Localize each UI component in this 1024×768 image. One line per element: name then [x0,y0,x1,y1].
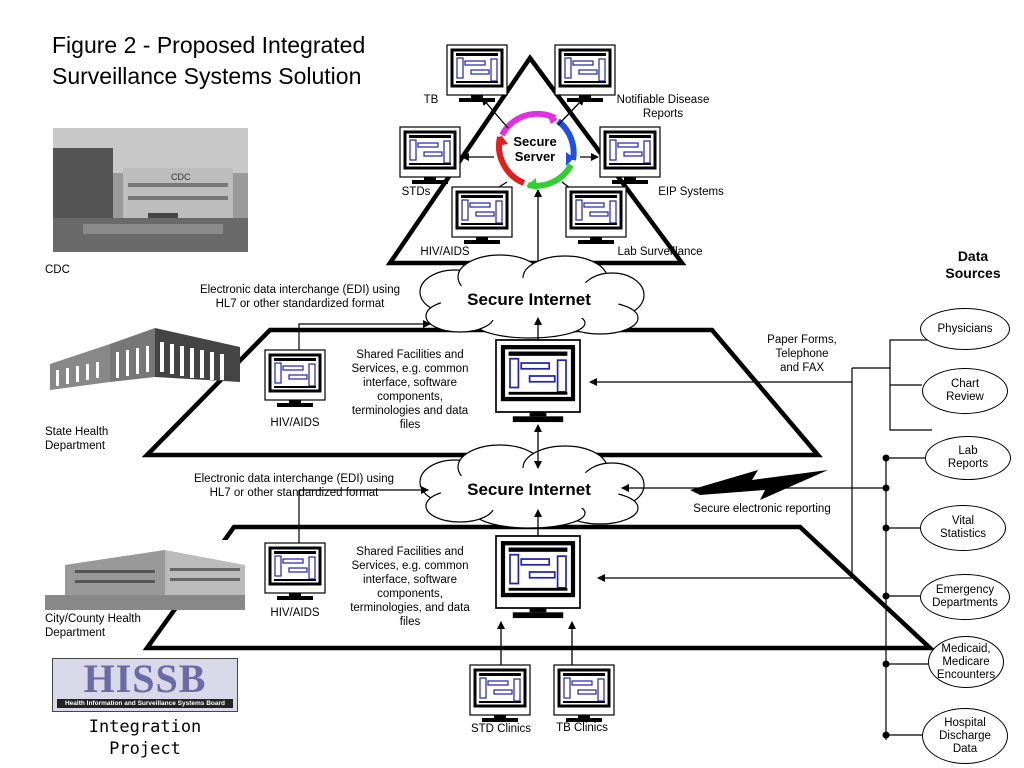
eip-label: EIP Systems [658,186,724,198]
computer-stds-icon [398,125,462,186]
computer-notifiable-icon [553,43,617,104]
secure-internet-upper-label: Secure Internet [467,290,591,309]
integration-project-label: Integration Project [88,717,202,759]
data-source-connectors [589,339,932,740]
tb-clinics-label: TB Clinics [556,722,608,734]
tb-system-label: TB [423,94,439,106]
lab-surveillance-label: Lab Surveillance [617,246,703,258]
internet-cloud-lower [419,444,645,529]
paper-forms-label: Paper Forms, Telephone and FAX [767,334,837,374]
edi-lower-label: Electronic data interchange (EDI) using … [193,473,395,499]
source-hospital-discharge: Hospital Discharge Data [922,708,1008,764]
cdc-label: CDC [45,264,70,276]
source-medicaid-medicare: Medicaid, Medicare Encounters [928,636,1004,688]
computer-eip-icon [598,125,662,186]
computer-tb-clinics-icon [552,663,616,724]
state-building-icon [50,322,240,402]
computer-shared-state-icon [496,340,580,422]
source-physicians: Physicians [920,308,1010,350]
lightning-bolt-icon [690,470,828,500]
internet-cloud-upper [419,254,645,339]
computer-hiv-cdc-icon [450,185,514,246]
data-sources-title: Data Sources [945,248,1001,281]
state-label: State Health Department [45,426,109,452]
connector-dots [882,454,890,739]
state-shared-label: Shared Facilities and Services, e.g. com… [351,349,469,431]
hissb-logo-text: HISSB [83,658,207,701]
source-vital-statistics: Vital Statistics [920,505,1006,551]
hiv-county-label: HIV/AIDS [270,607,320,619]
source-emergency-departments: Emergency Departments [920,574,1010,620]
computer-shared-county-icon [496,536,580,618]
secure-internet-lower-label: Secure Internet [467,480,591,499]
hiv-state-label: HIV/AIDS [270,417,320,429]
computer-hiv-county-icon [263,541,327,602]
county-label: City/County Health Department [45,613,141,639]
source-chart-review: Chart Review [922,368,1008,414]
county-building-photo [45,540,245,610]
cdc-building-photo: CDC [53,128,248,252]
secure-server-cycle [496,110,577,190]
page-title: Figure 2 - Proposed Integrated Surveilla… [52,32,366,89]
computer-lab-icon [564,185,628,246]
stds-label: STDs [401,186,431,198]
edi-upper-label: Electronic data interchange (EDI) using … [199,284,401,310]
secure-reporting-label: Secure electronic reporting [693,503,831,515]
cdc-sign-text: CDC [171,172,191,182]
std-clinics-label: STD Clinics [470,723,532,735]
computer-std-clinics-icon [468,663,532,724]
hissb-logo-subtitle: Health Information and Surveillance Syst… [57,699,233,708]
hissb-logo: HISSB Health Information and Surveillanc… [52,658,238,712]
notifiable-label: Notifiable Disease Reports [616,94,710,120]
secure-server-label: Secure Server [513,134,557,164]
hiv-cdc-label: HIV/AIDS [420,246,470,258]
computer-tb-icon [445,43,509,104]
computer-hiv-state-icon [263,348,327,409]
edi-links [298,320,431,543]
source-lab-reports: Lab Reports [925,436,1011,480]
county-shared-label: Shared Facilities and Services, e.g. com… [350,546,470,628]
